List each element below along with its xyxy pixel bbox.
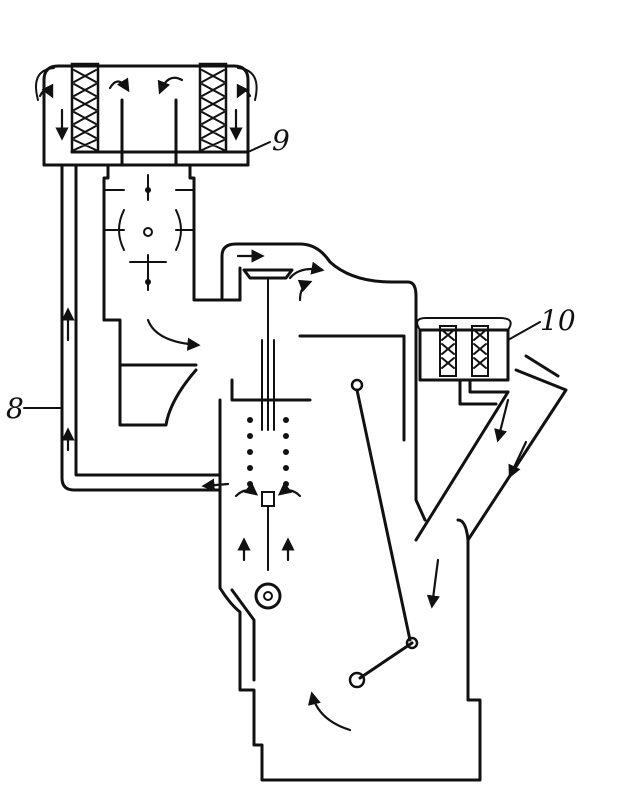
- engine-block: [201, 242, 482, 782]
- label-10: 10: [540, 304, 576, 337]
- breather-filter: 10: [414, 304, 576, 542]
- air-filter-element-right: [198, 62, 228, 154]
- label-9: 9: [272, 124, 290, 157]
- label-8: 8: [6, 392, 24, 425]
- air-cleaner: 9: [35, 62, 290, 167]
- air-filter-element-left: [70, 62, 100, 154]
- vent-tube: 8: [6, 163, 222, 492]
- carburetor: [102, 163, 242, 427]
